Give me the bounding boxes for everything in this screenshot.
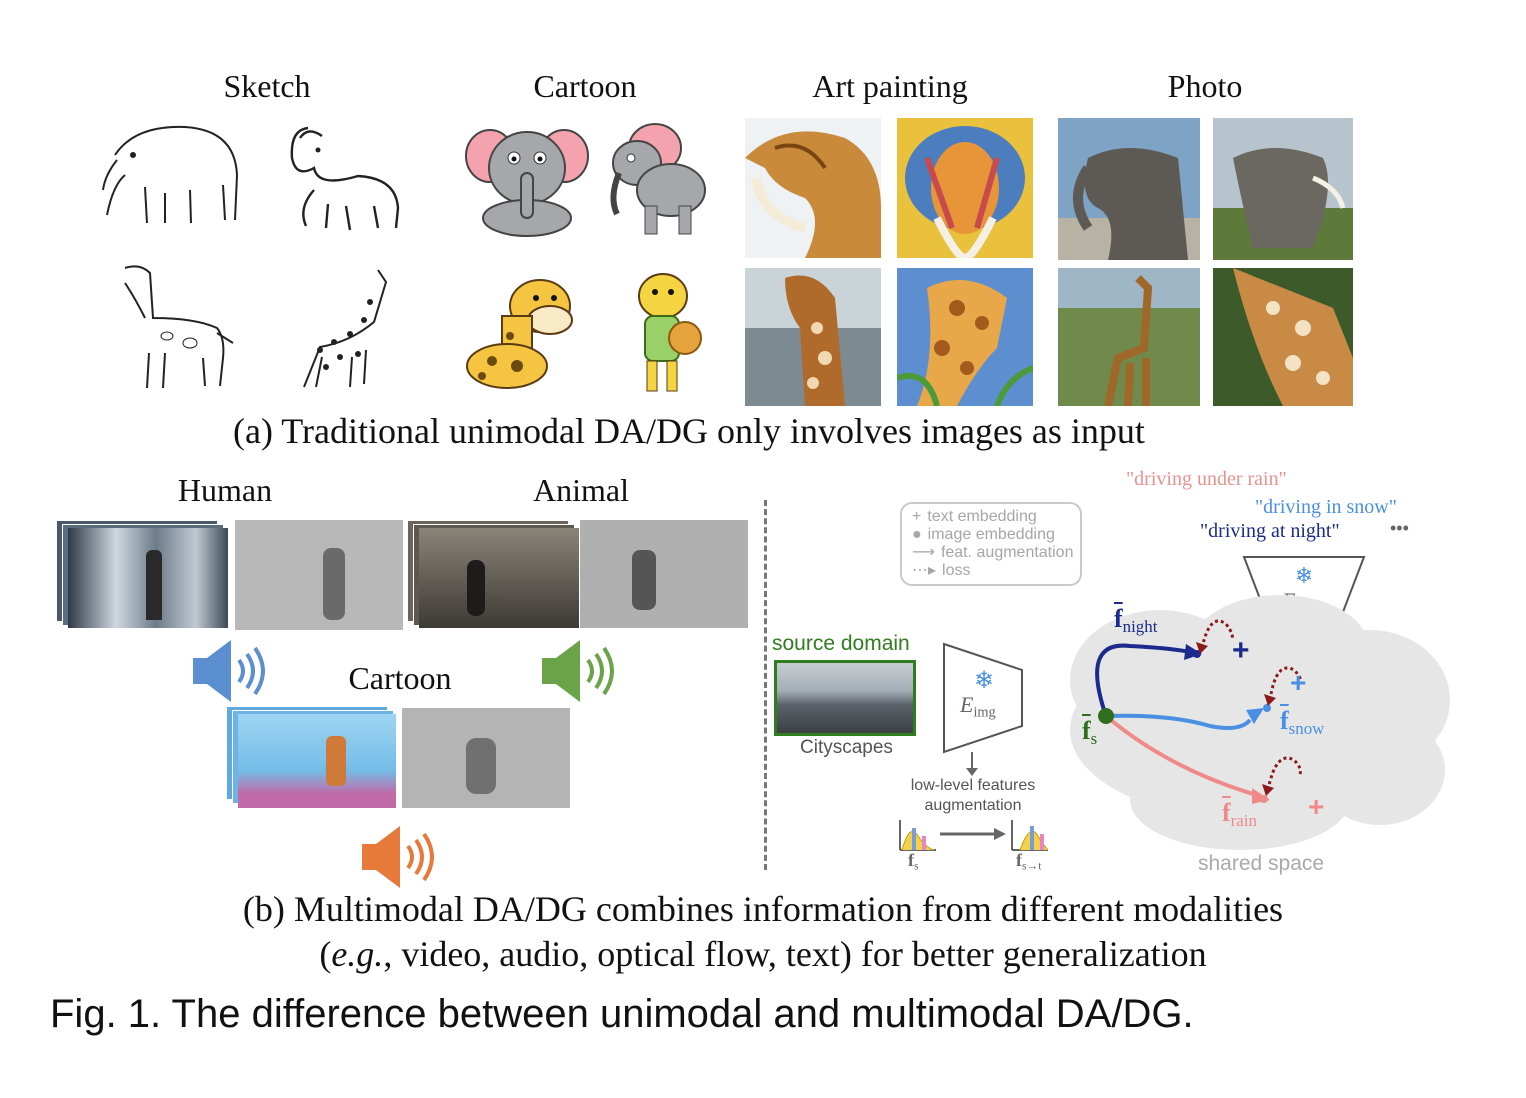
legend-loss: ⋯▸ loss	[912, 562, 1070, 580]
photo-elephant-1	[1058, 118, 1200, 260]
legend-feat-augmentation: ⟶ feat. augmentation	[912, 544, 1073, 562]
cartoon-elephant-1	[465, 129, 589, 237]
modality-title-animal: Animal	[533, 472, 629, 508]
caption-part-b-line1: (b) Multimodal DA/DG combines informatio…	[242, 889, 1284, 929]
prompt-snow: "driving in snow"	[1255, 496, 1397, 518]
dot-icon: ●	[912, 526, 922, 543]
animal-optical-flow	[580, 520, 748, 628]
snowflake-icon: ❄	[1295, 563, 1313, 588]
snowflake-icon: ❄	[974, 668, 994, 694]
modality-title-human: Human	[177, 472, 273, 508]
shared-space-label: shared space	[1198, 852, 1325, 875]
plus-icon-snow: +	[1290, 667, 1306, 698]
histogram-source	[899, 820, 936, 851]
human-video-frames	[56, 520, 232, 630]
cartoon-video-frames	[226, 706, 398, 810]
f-snow-label: fsnow	[1280, 706, 1325, 739]
figure-caption: Fig. 1. The difference between unimodal …	[50, 992, 1194, 1036]
domain-title-photo: Photo	[1167, 68, 1243, 104]
dotted-arrow-icon: ⋯▸	[912, 562, 937, 579]
low-level-label: low-level features augmentation	[910, 777, 1036, 814]
domain-title-cartoon: Cartoon	[533, 68, 637, 104]
audio-speaker-icon-green	[542, 640, 614, 702]
art-elephant-2	[897, 118, 1033, 258]
legend-label: image embedding	[927, 526, 1055, 543]
source-domain-label: source domain	[772, 632, 910, 655]
animal-video-frames	[407, 520, 579, 630]
cartoon-giraffe-2	[638, 273, 702, 392]
cityscapes-image	[774, 660, 916, 736]
f-source-label: fs	[1082, 716, 1098, 749]
fst-label: fs→t	[1016, 850, 1042, 873]
cartoon-elephant-2	[610, 123, 706, 235]
photo-giraffe-2	[1213, 268, 1353, 406]
encoder-down-arrow	[966, 752, 978, 776]
sketch-giraffe-1	[124, 265, 234, 389]
prompt-rain: "driving under rain"	[1126, 468, 1287, 490]
photo-giraffe-1	[1058, 268, 1200, 406]
audio-speaker-icon-blue	[193, 640, 265, 702]
image-encoder-label: Eimg	[960, 692, 996, 721]
fs-label: fs	[908, 850, 919, 873]
histogram-target	[1011, 820, 1049, 851]
sketch-giraffe-2	[303, 269, 388, 388]
plus-icon: +	[912, 508, 922, 525]
cartoon-optical-flow	[402, 708, 570, 808]
legend-label: text embedding	[927, 508, 1037, 525]
caption-part-a: (a) Traditional unimodal DA/DG only invo…	[233, 411, 1145, 451]
photo-elephant-2	[1213, 118, 1353, 260]
legend-image-embedding: ● image embedding	[912, 526, 1070, 544]
legend-label: feat. augmentation	[940, 544, 1074, 561]
art-elephant-1	[745, 118, 881, 258]
prompt-night: "driving at night"	[1200, 520, 1340, 542]
shared-space-diagram: + + +	[1070, 595, 1450, 850]
sketch-elephant-2	[290, 126, 400, 231]
arrow-icon: ⟶	[912, 544, 935, 561]
legend-label: loss	[942, 562, 971, 579]
cityscapes-label: Cityscapes	[800, 737, 893, 758]
modality-title-cartoon: Cartoon	[348, 660, 452, 696]
caption-part-b-line2: (e.g., video, audio, optical flow, text)…	[319, 934, 1207, 974]
legend-box: + text embedding ● image embedding ⟶ feat. …	[900, 502, 1082, 586]
plus-icon-rain: +	[1308, 791, 1324, 822]
plus-icon-night: +	[1232, 634, 1250, 667]
f-night-label: fnight	[1114, 604, 1158, 637]
art-giraffe-2	[897, 268, 1033, 406]
audio-speaker-icon-orange	[362, 826, 434, 888]
prompt-more-ellipsis: •••	[1390, 518, 1409, 538]
domain-title-sketch: Sketch	[223, 68, 311, 104]
legend-text-embedding: + text embedding	[912, 508, 1070, 526]
art-giraffe-1	[745, 268, 881, 406]
sketch-elephant-1	[102, 125, 239, 224]
human-optical-flow	[235, 520, 403, 630]
image-encoder: ❄	[943, 642, 1023, 754]
cartoon-giraffe-1	[466, 279, 573, 389]
f-rain-label: frain	[1222, 798, 1257, 831]
section-divider	[764, 500, 767, 870]
domain-title-art-painting: Art painting	[812, 68, 968, 104]
augmentation-arrow	[940, 828, 1006, 840]
